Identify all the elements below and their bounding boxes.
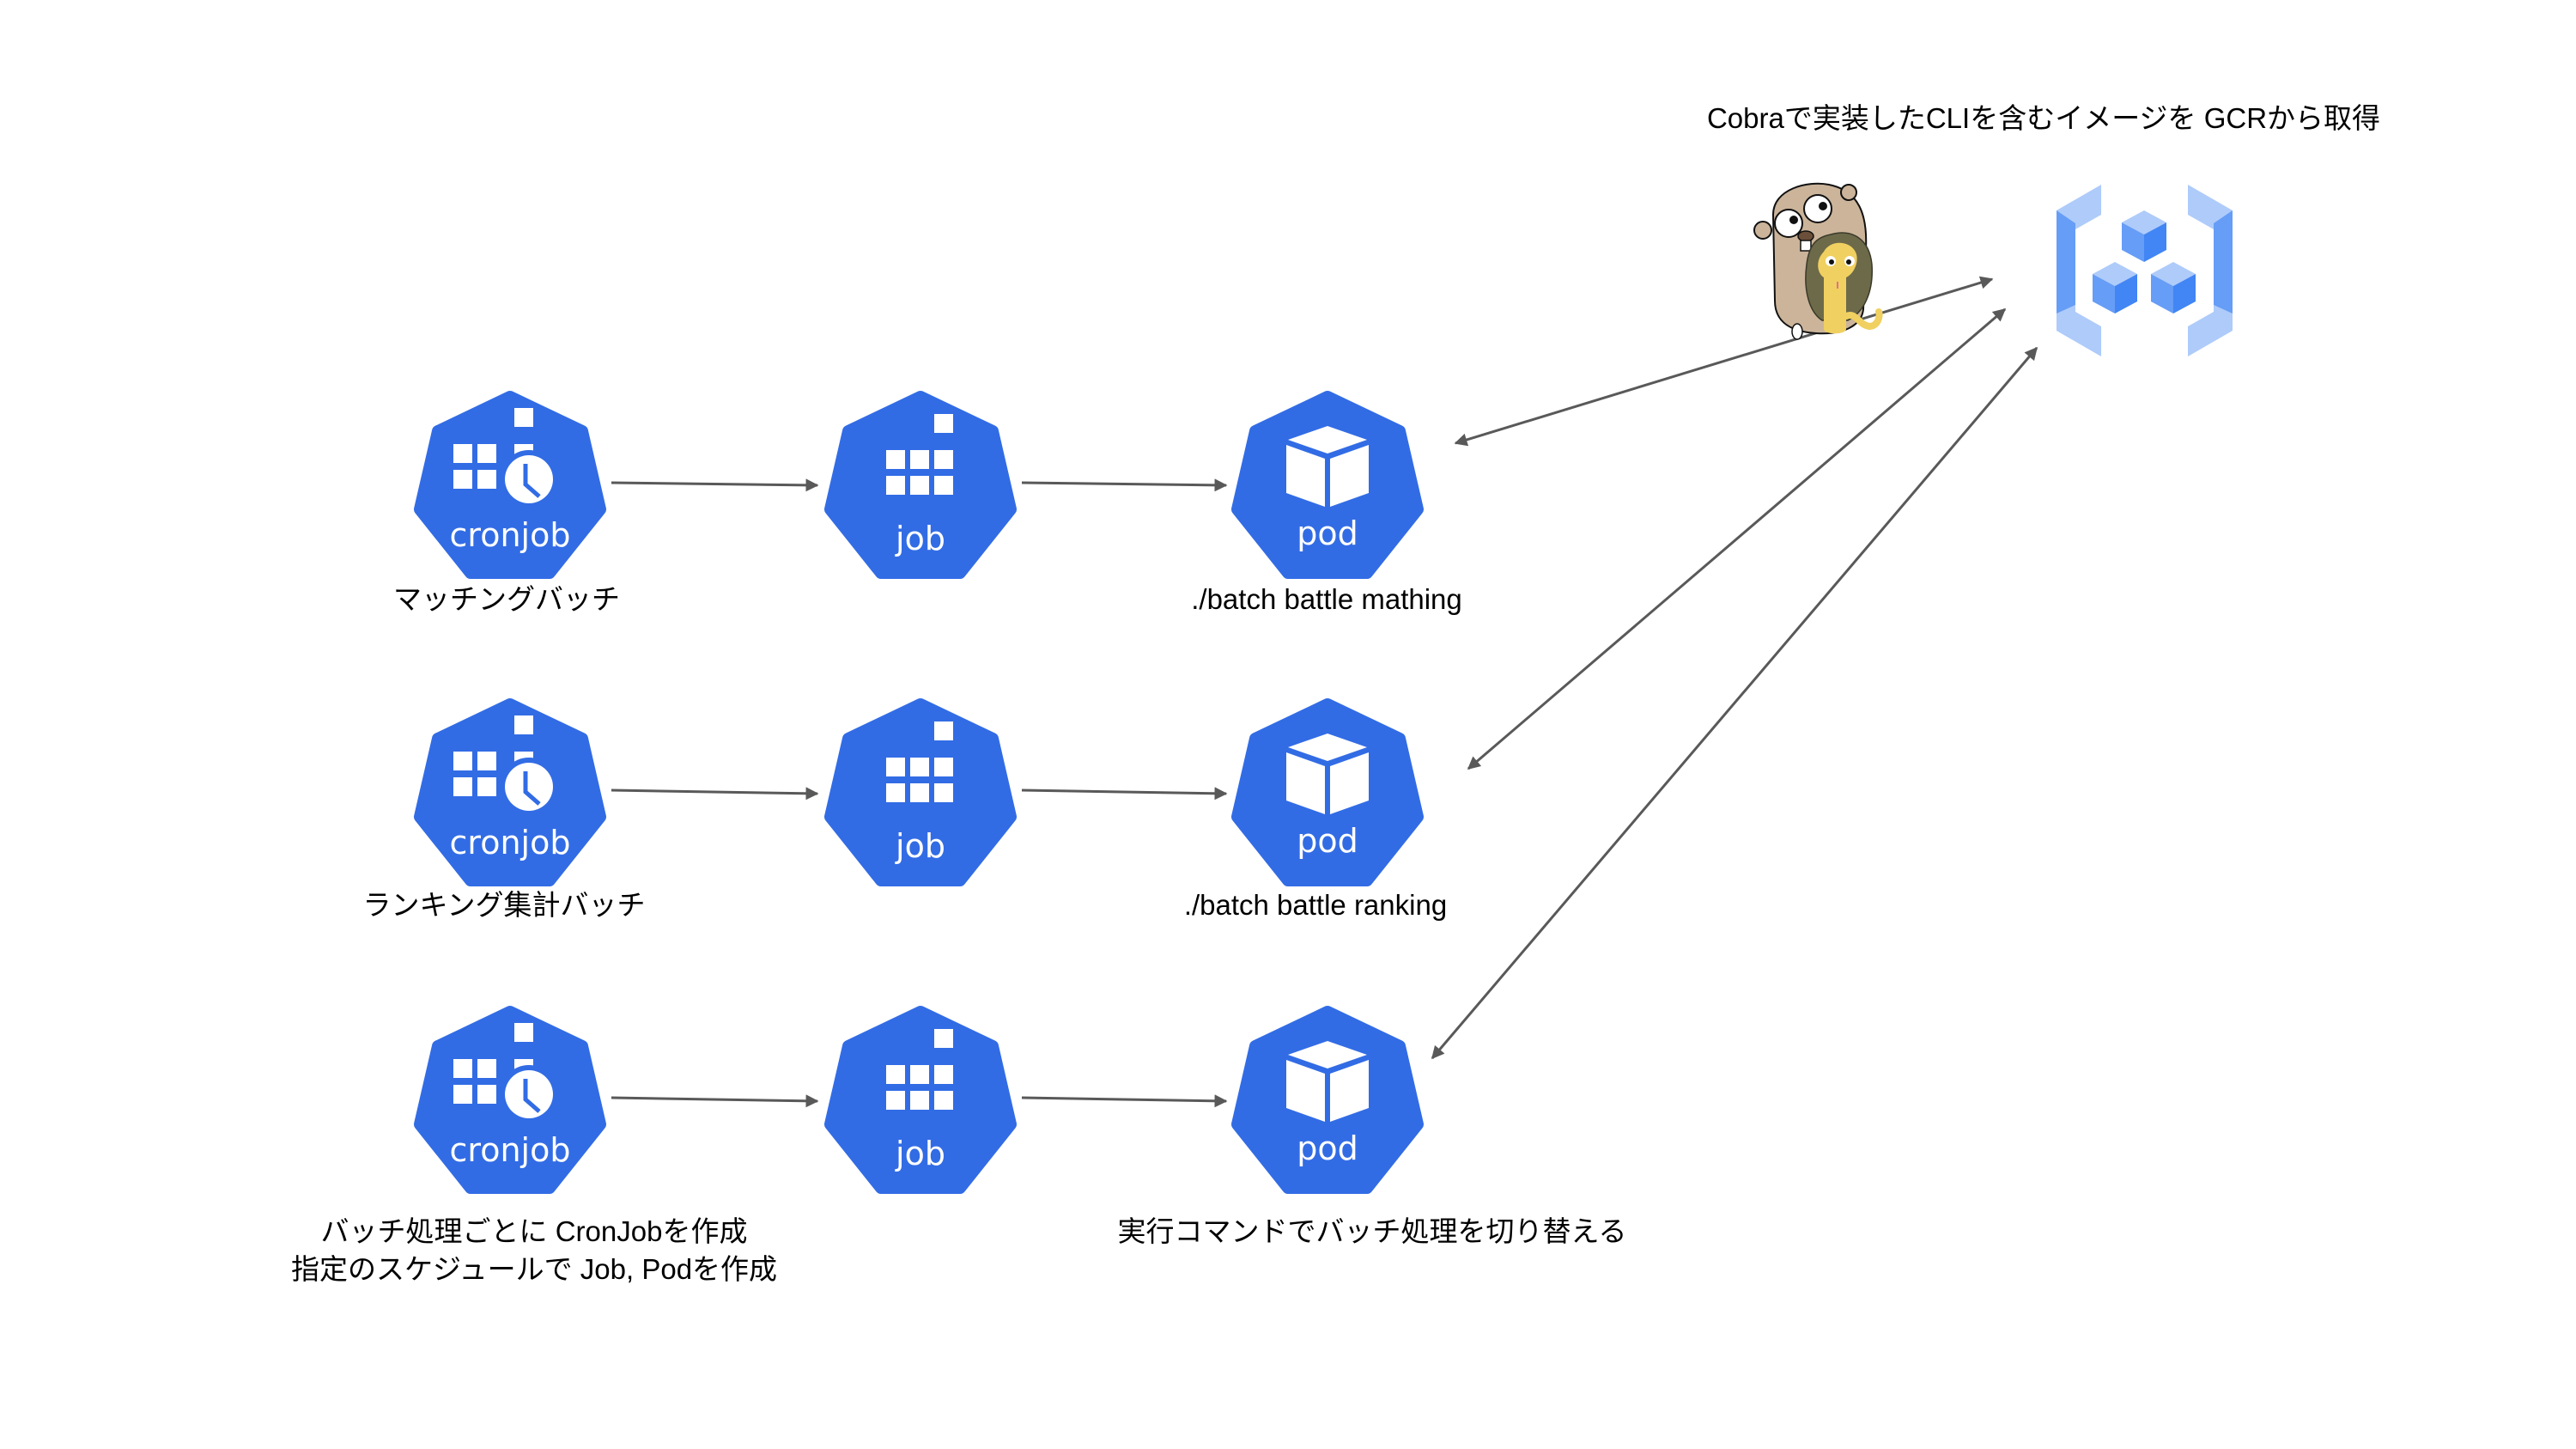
arrow-gcr-pod-row1 xyxy=(1454,276,1994,447)
pod-icon: pod xyxy=(1231,391,1424,579)
cube-icon xyxy=(1286,426,1369,507)
cobra-tail xyxy=(1843,308,1883,331)
gcr-cube-right xyxy=(2151,262,2196,314)
cronjob-label: cronjob xyxy=(450,1131,571,1169)
arrow-job-to-pod-row1 xyxy=(1021,478,1228,492)
pod-label: pod xyxy=(1297,514,1358,552)
registry-title: Cobraで実装したCLIを含むイメージを GCRから取得 xyxy=(1706,102,2381,134)
clock-icon xyxy=(505,455,553,503)
gcr-cube-top xyxy=(2122,210,2166,262)
arrow-gcr-pod-row3 xyxy=(1431,346,2038,1060)
job-icon: job xyxy=(824,698,1017,886)
batch-note-line2: 指定のスケジュールで Job, Podを作成 xyxy=(290,1253,778,1285)
command-row1: ./batch battle mathing xyxy=(1191,583,1462,615)
gopher-foot xyxy=(1791,323,1803,340)
cronjob-label: cronjob xyxy=(450,516,571,554)
job-label: job xyxy=(895,520,945,557)
gcr-cube-left xyxy=(2093,262,2137,314)
batch-name-row2: ランキング集計バッチ xyxy=(362,889,646,921)
gopher-teeth xyxy=(1800,240,1812,252)
heptagon-badge xyxy=(1231,698,1424,886)
registry-arrows xyxy=(1431,276,2038,1060)
gopher-nose xyxy=(1797,230,1814,242)
flow-arrows xyxy=(611,478,1228,1108)
pod-icon: pod xyxy=(1231,1006,1424,1194)
heptagon-badge xyxy=(1231,391,1424,579)
command-row2: ./batch battle ranking xyxy=(1183,889,1448,921)
cube-icon xyxy=(1286,1041,1369,1122)
cronjob-icon: cronjob xyxy=(414,1006,606,1194)
cronjob-label: cronjob xyxy=(450,824,571,861)
cube-icon xyxy=(1286,734,1369,814)
arrow-cronjob-to-job-row2 xyxy=(611,787,819,801)
cronjob-icon: cronjob xyxy=(414,698,606,886)
gopher-ear-right xyxy=(1840,184,1857,201)
pod-label: pod xyxy=(1297,822,1358,860)
batch-name-row1: マッチングバッチ xyxy=(393,583,620,615)
arrow-cronjob-to-job-row1 xyxy=(611,478,819,492)
command-note-row3: 実行コマンドでバッチ処理を切り替える xyxy=(1117,1215,1627,1247)
pod-icon: pod xyxy=(1231,698,1424,886)
gopher-eye-left xyxy=(1774,209,1803,238)
pod-label: pod xyxy=(1297,1129,1358,1167)
arrow-cronjob-to-job-row3 xyxy=(611,1094,819,1108)
cobra-mascot xyxy=(1805,232,1883,334)
job-icon: job xyxy=(824,1006,1017,1194)
job-label: job xyxy=(895,827,945,865)
arrow-job-to-pod-row3 xyxy=(1021,1094,1228,1108)
clock-icon xyxy=(505,763,553,811)
arrow-job-to-pod-row2 xyxy=(1021,787,1228,801)
job-icon: job xyxy=(824,391,1017,579)
gcr-icon xyxy=(2057,185,2233,356)
heptagon-badge xyxy=(1231,1006,1424,1194)
batch-note-line1: バッチ処理ごとに CronJobを作成 xyxy=(320,1215,748,1247)
gopher-ear-left xyxy=(1753,221,1772,240)
clock-icon xyxy=(505,1070,553,1118)
gopher-eye-right xyxy=(1803,194,1832,223)
cronjob-icon: cronjob xyxy=(414,391,606,579)
job-label: job xyxy=(895,1135,945,1172)
